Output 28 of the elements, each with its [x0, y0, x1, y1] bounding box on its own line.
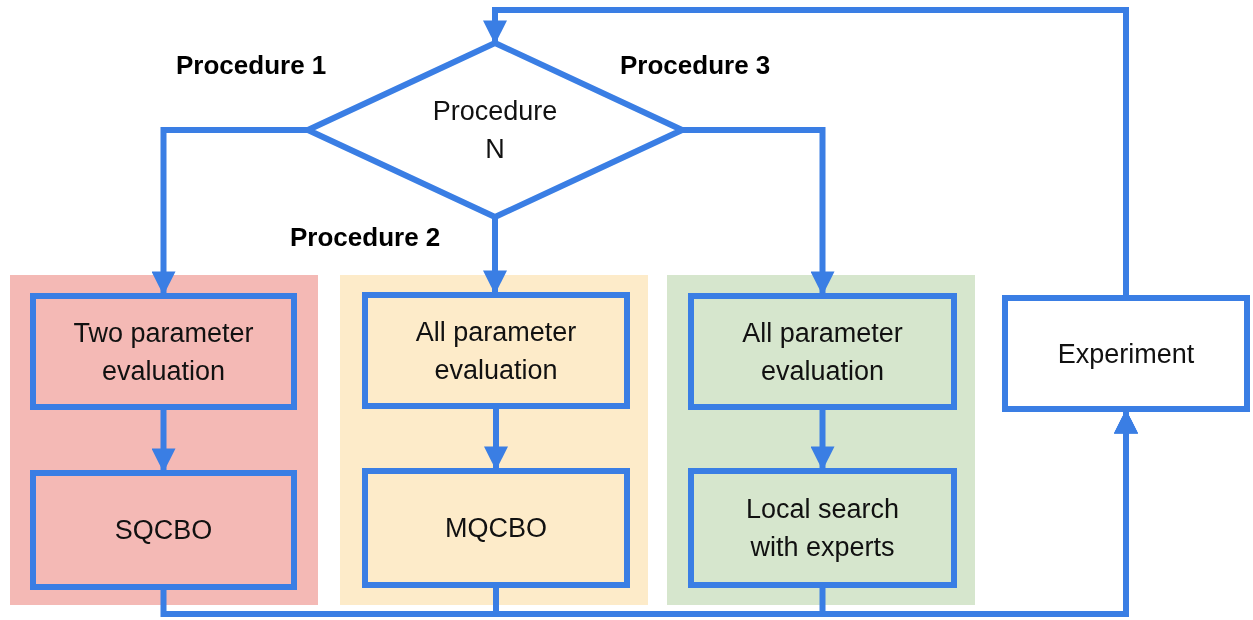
edge-label: Procedure 2	[290, 222, 441, 253]
process-box	[688, 293, 957, 410]
box-label: MQCBO	[444, 512, 548, 545]
box-label: All parameter evaluation	[741, 316, 904, 388]
edge-label: Procedure 1	[176, 50, 327, 81]
arrow	[683, 127, 835, 296]
arrow	[151, 127, 307, 296]
arrow	[483, 7, 1129, 295]
process-box	[362, 468, 630, 588]
box-label: SQCBO	[113, 514, 214, 547]
box-label: Two parameter evaluation	[72, 316, 255, 388]
arrow	[810, 410, 835, 471]
group-panel	[667, 275, 975, 605]
box-label: All parameter evaluation	[414, 315, 578, 387]
arrow	[483, 218, 507, 295]
process-box	[30, 293, 297, 410]
group-panel	[340, 275, 648, 605]
decision-label: Procedure N	[431, 95, 559, 166]
process-box	[30, 470, 297, 590]
box-label: Local search with experts	[744, 493, 901, 564]
edge-label: Procedure 3	[620, 50, 771, 81]
process-box	[688, 468, 957, 588]
process-box	[362, 292, 630, 409]
arrow	[151, 410, 176, 473]
arrow	[484, 409, 508, 471]
box-label: Experiment	[1056, 337, 1196, 371]
process-box	[1002, 295, 1250, 412]
group-panel	[10, 275, 318, 605]
